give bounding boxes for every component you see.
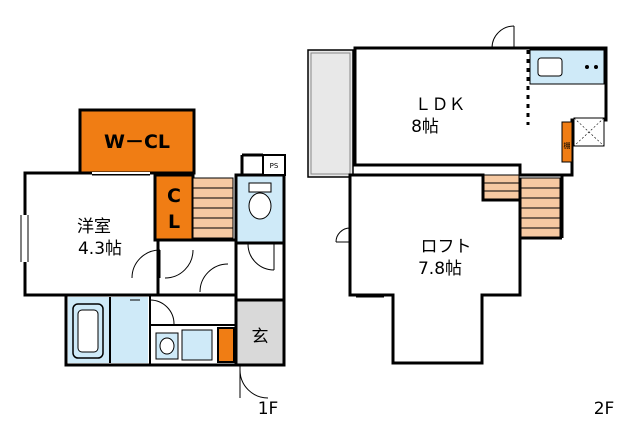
walk-in-closet bbox=[78, 108, 196, 175]
storage-box bbox=[573, 117, 605, 147]
western-room bbox=[23, 171, 160, 297]
floor-2: 棚 ＬＤＫ 8帖 ロフト bbox=[307, 25, 615, 419]
western-room-door-swing bbox=[131, 249, 161, 279]
floor-2-label: 2F bbox=[594, 399, 615, 419]
sink-icon bbox=[537, 57, 563, 77]
stairs-1f bbox=[192, 177, 234, 239]
entrance-door-swing bbox=[239, 369, 269, 399]
hall-door-swing-2 bbox=[199, 263, 229, 293]
loft-size: 7.8帖 bbox=[418, 259, 462, 279]
closet-label-c: C bbox=[167, 185, 181, 207]
walk-in-closet-label: W－CL bbox=[104, 131, 170, 153]
pipe-space-label: PS bbox=[270, 162, 279, 170]
shelf-label: 棚 bbox=[564, 141, 571, 150]
toilet-icon bbox=[248, 182, 272, 220]
ldk-door-swing bbox=[491, 25, 515, 49]
hall-door-swing-1 bbox=[164, 249, 194, 279]
closet-label-l: L bbox=[168, 211, 180, 233]
loft-name: ロフト bbox=[421, 237, 472, 257]
washing-machine-icon bbox=[181, 329, 213, 361]
shelf bbox=[561, 121, 573, 163]
loft-room bbox=[348, 173, 522, 365]
stairs-2f bbox=[482, 174, 564, 240]
western-room-name: 洋室 bbox=[77, 217, 111, 237]
floor-1: W－CL 洋室 4.3帖 C L bbox=[20, 108, 286, 419]
entrance-floor bbox=[234, 298, 286, 367]
entrance-label: 玄 bbox=[252, 327, 269, 347]
balcony bbox=[307, 49, 354, 178]
loft-door-swing bbox=[335, 227, 351, 243]
floor-1-label: 1F bbox=[258, 399, 279, 419]
ldk-name: ＬＤＫ bbox=[415, 95, 466, 115]
toilet-door-swing bbox=[247, 243, 275, 271]
shoe-box bbox=[217, 327, 235, 363]
ldk-size: 8帖 bbox=[411, 117, 439, 137]
western-room-size: 4.3帖 bbox=[78, 239, 122, 259]
pipe-space bbox=[262, 154, 286, 176]
western-room-window bbox=[20, 215, 29, 262]
stove-icon bbox=[585, 65, 589, 69]
